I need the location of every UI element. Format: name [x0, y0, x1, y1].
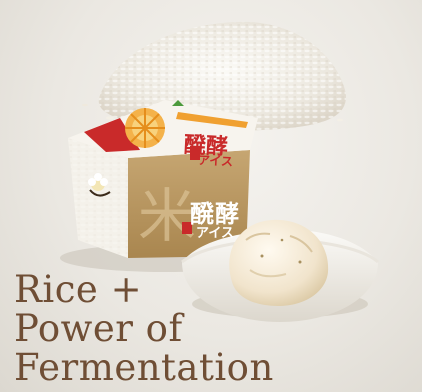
package-front-title: 醗酵 — [190, 200, 240, 228]
headline-line-3: Fermentation — [14, 346, 274, 389]
ice-cream-scoop — [229, 219, 329, 306]
vanilla-flower — [88, 173, 111, 197]
package-top-subtitle: アイス — [197, 153, 234, 169]
headline-line-1: Rice + — [14, 268, 143, 311]
headline-line-2: Power of — [14, 307, 183, 350]
package-rice-kanji: 米 — [138, 182, 196, 250]
ice-cream-cup: 米 — [68, 100, 258, 258]
headline: Rice + Power of Fermentation — [14, 270, 314, 387]
package-front-subtitle: アイス — [196, 226, 234, 241]
